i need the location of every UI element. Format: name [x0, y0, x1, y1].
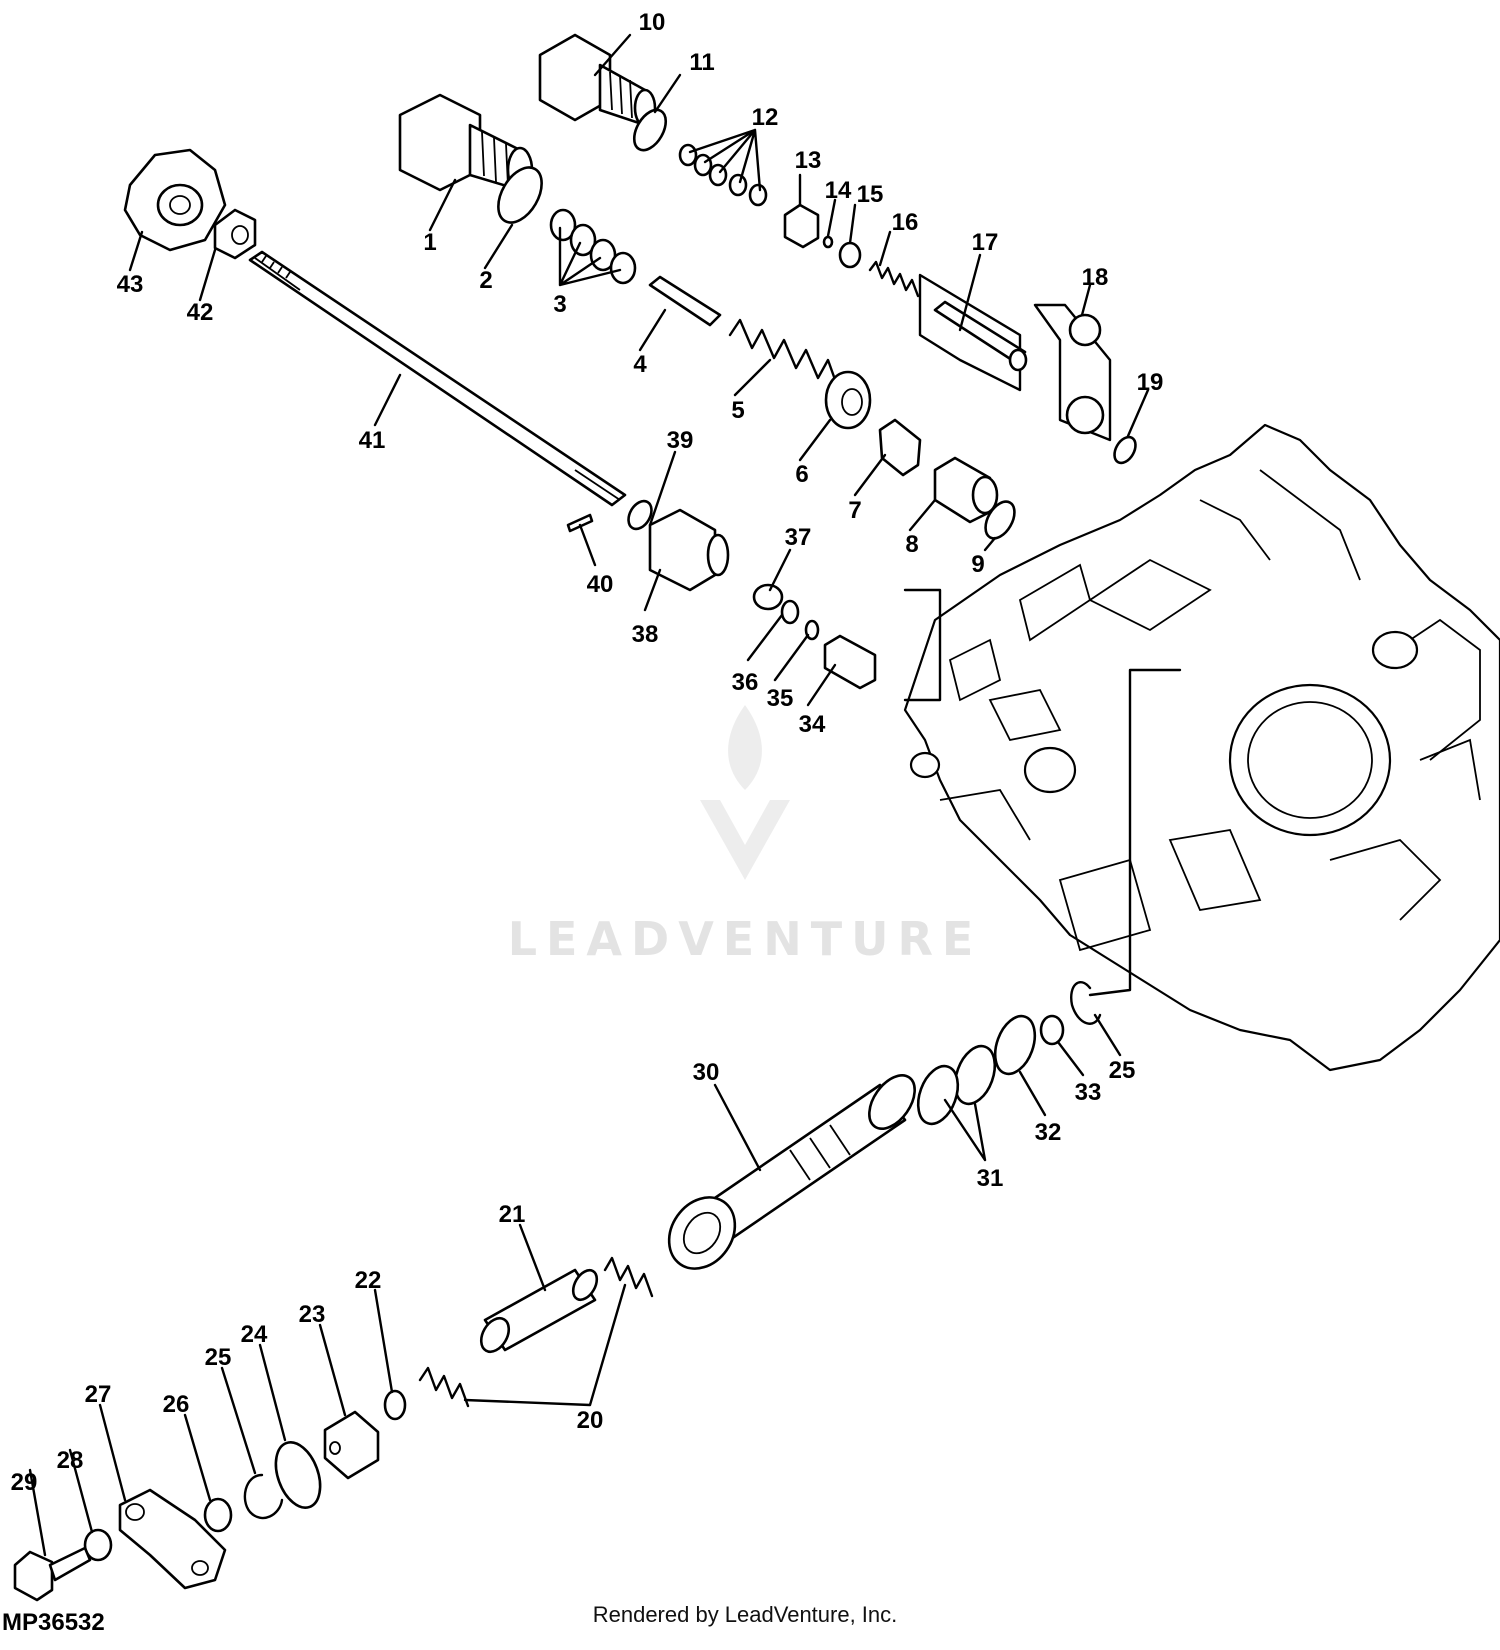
part-11-o-ring: [632, 108, 668, 152]
callout-14: 14: [825, 177, 852, 204]
watermark-logo: [700, 705, 790, 880]
callout-21: 21: [499, 1201, 526, 1228]
part-31-o-rings: [916, 1044, 997, 1126]
callout-35: 35: [767, 685, 794, 712]
leader-lines: [28, 33, 1150, 1557]
part-2-o-ring: [497, 166, 543, 224]
part-38-plug: [648, 508, 730, 592]
part-14-ball: [822, 235, 834, 249]
callout-9: 9: [971, 551, 984, 578]
callout-30: 30: [693, 1059, 720, 1086]
callout-24: 24: [241, 1321, 268, 1348]
part-16-spring: [868, 260, 920, 298]
part-10-plug: [538, 33, 657, 128]
callout-32: 32: [1035, 1119, 1062, 1146]
callout-15: 15: [857, 181, 884, 208]
callout-38: 38: [632, 621, 659, 648]
part-22-o-ring: [383, 1389, 407, 1421]
callout-12: 12: [752, 104, 779, 131]
part-40-pin: [566, 513, 594, 533]
watermark-text: LEADVENTURE: [508, 912, 983, 966]
part-28-lock-washer: [83, 1528, 113, 1562]
part-37-washer: [752, 583, 784, 611]
callout-39: 39: [667, 427, 694, 454]
part-15-washer: [838, 241, 862, 269]
callout-36: 36: [732, 669, 759, 696]
part-29-cap-screw: [13, 1546, 92, 1602]
callout-18: 18: [1082, 264, 1109, 291]
callout-25-lower: 25: [205, 1344, 232, 1371]
callout-7: 7: [848, 497, 861, 524]
part-23-plug: [323, 1410, 380, 1480]
part-26-washer: [203, 1497, 233, 1533]
callout-19: 19: [1137, 369, 1164, 396]
part-39-o-ring: [627, 499, 653, 531]
callout-16: 16: [892, 209, 919, 236]
callout-40: 40: [587, 571, 614, 598]
part-18-cap: [1033, 303, 1112, 442]
transmission-housing: [903, 423, 1500, 1072]
callout-29: 29: [11, 1469, 38, 1496]
callout-27: 27: [85, 1381, 112, 1408]
part-32-o-ring: [993, 1014, 1037, 1076]
part-27-cover-plate: [118, 1488, 227, 1590]
callout-1: 1: [423, 229, 436, 256]
callout-8: 8: [905, 531, 918, 558]
callout-42: 42: [187, 299, 214, 326]
callout-10: 10: [639, 9, 666, 36]
callout-3: 3: [553, 291, 566, 318]
part-41-shaft: [248, 250, 627, 507]
part-4-pin: [648, 275, 722, 327]
part-12-balls: [678, 143, 768, 207]
callout-2: 2: [479, 267, 492, 294]
callout-41: 41: [359, 427, 386, 454]
part-3-balls: [549, 208, 637, 285]
part-20-spring-a: [603, 1256, 654, 1298]
callout-22: 22: [355, 1267, 382, 1294]
callout-31: 31: [977, 1165, 1004, 1192]
callout-33: 33: [1075, 1079, 1102, 1106]
part-25-snap-ring-upper: [1070, 981, 1102, 1025]
callout-5: 5: [731, 397, 744, 424]
part-13-sleeve: [783, 203, 820, 249]
callout-37: 37: [785, 524, 812, 551]
part-43-knob: [123, 148, 227, 252]
part-7-poppet: [878, 418, 922, 477]
part-24-o-ring: [274, 1441, 322, 1509]
part-17-valve-assembly: [918, 273, 1028, 392]
part-19-o-ring: [1113, 435, 1137, 465]
part-8-valve: [933, 456, 999, 524]
callout-26: 26: [163, 1391, 190, 1418]
callout-labels: 1 2 3 4 5 6 7 8 9 10 11 12 13 14 15 16 1…: [11, 9, 1164, 1496]
callout-6: 6: [795, 461, 808, 488]
part-6-washer: [824, 370, 872, 430]
callout-28: 28: [57, 1447, 84, 1474]
part-30-sleeve: [667, 1074, 916, 1270]
callout-4: 4: [633, 351, 647, 378]
callout-43: 43: [117, 271, 144, 298]
callout-17: 17: [972, 229, 999, 256]
callout-11: 11: [689, 49, 714, 76]
callout-25-upper: 25: [1109, 1057, 1136, 1084]
part-34-plug: [823, 634, 877, 690]
plate-id: MP36532: [2, 1609, 105, 1636]
callout-13: 13: [795, 147, 822, 174]
part-5-spring: [728, 318, 840, 390]
part-36-o-ring: [780, 599, 800, 625]
part-33-disk: [1039, 1014, 1065, 1046]
callout-20: 20: [577, 1407, 604, 1434]
callout-34: 34: [799, 711, 826, 738]
callout-23: 23: [299, 1301, 326, 1328]
part-25-snap-ring-lower: [243, 1473, 284, 1520]
part-42-nut: [213, 208, 257, 260]
render-credit: Rendered by LeadVenture, Inc.: [593, 1602, 898, 1627]
part-21-spool: [479, 1268, 599, 1354]
part-9-o-ring: [984, 500, 1016, 540]
part-20-spring-b: [418, 1366, 470, 1408]
